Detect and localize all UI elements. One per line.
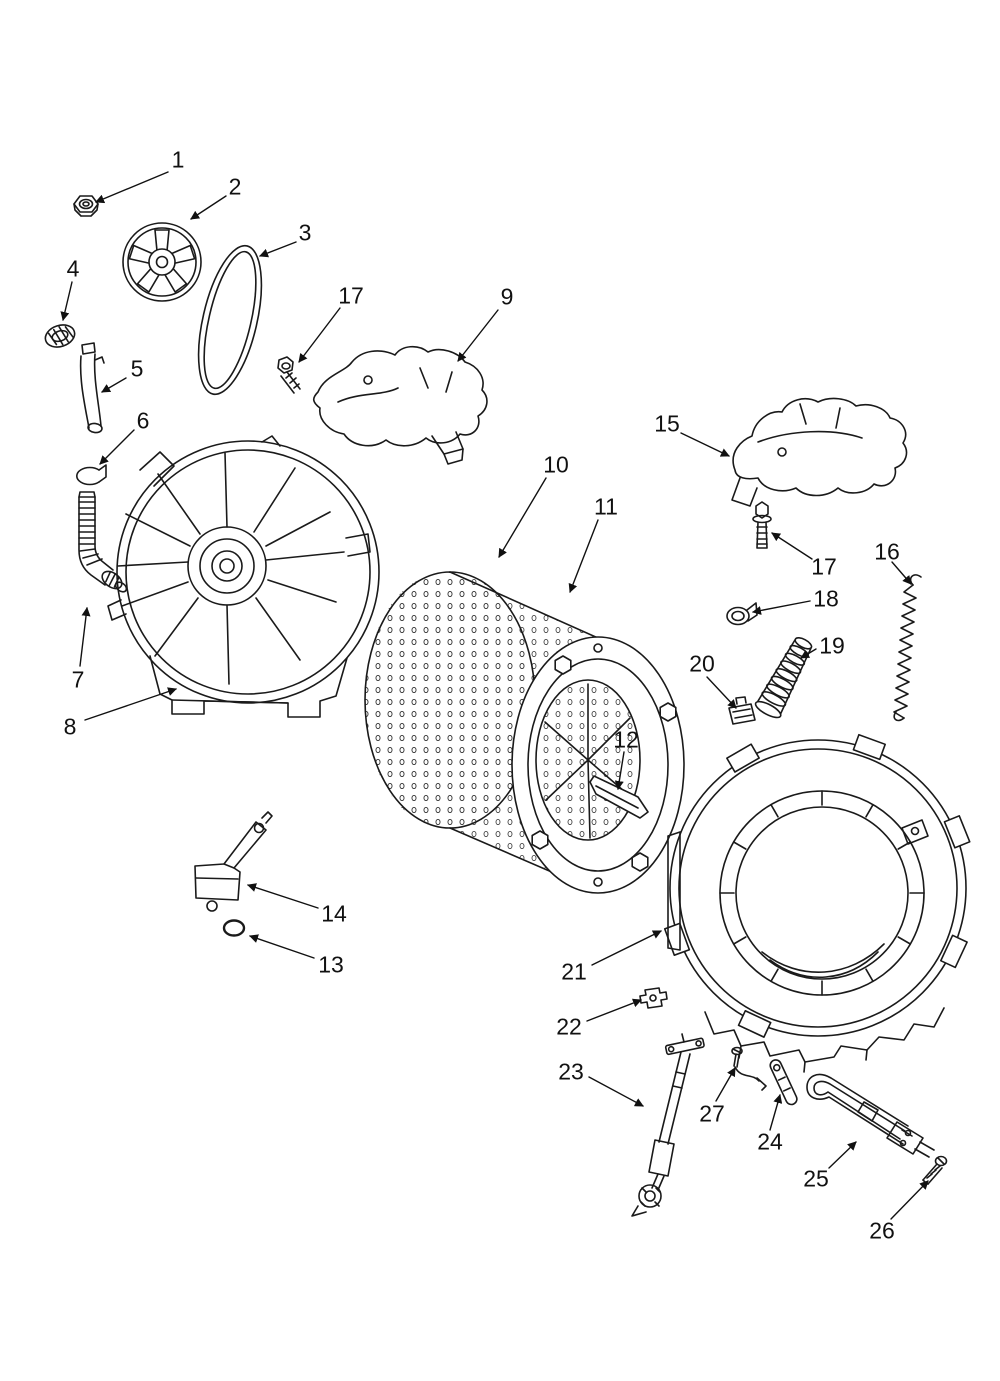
arrow-to-part-7 bbox=[79, 607, 91, 667]
screw-and-wire bbox=[731, 1046, 767, 1091]
retaining-clip bbox=[639, 987, 668, 1009]
arrow-to-part-20 bbox=[706, 676, 737, 709]
counterweight-front bbox=[312, 345, 488, 465]
counterweight-rear bbox=[731, 397, 908, 507]
callout-11: 11 bbox=[594, 493, 618, 520]
callout-12: 12 bbox=[613, 726, 639, 753]
arrow-to-part-12 bbox=[614, 751, 625, 790]
callout-10: 10 bbox=[543, 451, 569, 478]
hex-nut bbox=[73, 195, 99, 217]
drive-pulley bbox=[122, 222, 202, 302]
hose-clamp-small bbox=[76, 464, 107, 486]
arrow-to-part-27 bbox=[715, 1067, 736, 1102]
arrow-to-part-16 bbox=[891, 561, 912, 585]
arrow-to-part-15 bbox=[680, 432, 730, 457]
bolt-front bbox=[277, 356, 301, 394]
callout-5: 5 bbox=[130, 355, 144, 382]
callout-7: 7 bbox=[71, 666, 85, 693]
heating-element bbox=[806, 1073, 935, 1158]
callout-18: 18 bbox=[813, 585, 839, 612]
arrow-to-part-11 bbox=[568, 519, 599, 593]
callout-19: 19 bbox=[819, 632, 845, 659]
spin-basket bbox=[364, 571, 685, 894]
arrow-to-part-13 bbox=[249, 934, 315, 959]
suspension-strut bbox=[631, 1033, 705, 1217]
arrow-to-part-3 bbox=[259, 241, 297, 258]
callout-24: 24 bbox=[757, 1128, 783, 1155]
drain-hose bbox=[78, 491, 128, 593]
o-ring bbox=[222, 919, 246, 937]
connector-box bbox=[728, 696, 756, 725]
callout-20: 20 bbox=[689, 650, 715, 677]
suspension-spring bbox=[893, 574, 922, 722]
tub-opening-ticks bbox=[719, 790, 925, 996]
callout-arrows bbox=[60, 171, 929, 1220]
callout-2: 2 bbox=[228, 173, 242, 200]
callout-25: 25 bbox=[803, 1165, 829, 1192]
arrow-to-part-22 bbox=[586, 998, 642, 1022]
callout-16: 16 bbox=[874, 538, 900, 565]
front-tub bbox=[663, 733, 971, 1073]
drive-belt bbox=[197, 244, 263, 396]
arrow-to-part-9 bbox=[457, 309, 499, 362]
arrow-to-part-8 bbox=[84, 687, 177, 721]
callout-1: 1 bbox=[171, 146, 185, 173]
mounting-screw bbox=[922, 1155, 948, 1185]
arrow-to-part-23 bbox=[588, 1076, 644, 1107]
callout-9: 9 bbox=[500, 283, 514, 310]
hose-clamp-rear bbox=[726, 602, 758, 626]
arrow-to-part-10 bbox=[498, 477, 547, 558]
arrow-to-part-19 bbox=[800, 648, 817, 659]
arrow-to-part-6 bbox=[99, 429, 135, 465]
callout-21: 21 bbox=[561, 958, 587, 985]
callout-17-front: 17 bbox=[338, 282, 364, 309]
bolt-rear bbox=[752, 501, 772, 549]
callout-8: 8 bbox=[63, 713, 77, 740]
callout-6: 6 bbox=[136, 407, 150, 434]
arrow-to-part-14 bbox=[247, 883, 319, 909]
callout-23: 23 bbox=[558, 1058, 584, 1085]
baffle bbox=[589, 775, 649, 819]
callout-3: 3 bbox=[298, 219, 312, 246]
callout-27: 27 bbox=[699, 1100, 725, 1127]
arrow-to-part-18 bbox=[752, 600, 811, 615]
support-bracket bbox=[194, 811, 273, 912]
callout-14: 14 bbox=[321, 900, 347, 927]
cap bbox=[44, 324, 76, 348]
arrow-to-part-17-front bbox=[298, 307, 341, 363]
arrow-to-part-5 bbox=[101, 377, 127, 393]
callout-13: 13 bbox=[318, 951, 344, 978]
arrow-to-part-25 bbox=[828, 1141, 857, 1169]
arrow-to-part-2 bbox=[190, 195, 227, 220]
arrow-to-part-1 bbox=[95, 171, 169, 204]
rear-tub bbox=[107, 435, 380, 718]
inlet-hose bbox=[79, 342, 105, 434]
callout-26: 26 bbox=[869, 1217, 895, 1244]
callout-22: 22 bbox=[556, 1013, 582, 1040]
arrow-to-part-24 bbox=[769, 1094, 783, 1131]
arrow-to-part-26 bbox=[890, 1180, 929, 1220]
callout-15: 15 bbox=[654, 410, 680, 437]
bellows-hose bbox=[754, 637, 813, 719]
arrow-to-part-4 bbox=[60, 281, 73, 321]
arrow-to-part-21 bbox=[591, 930, 662, 966]
callout-17-rear: 17 bbox=[811, 553, 837, 580]
arrow-to-part-17-rear bbox=[771, 532, 813, 560]
retainer-pin bbox=[769, 1059, 798, 1106]
callout-4: 4 bbox=[66, 255, 80, 282]
